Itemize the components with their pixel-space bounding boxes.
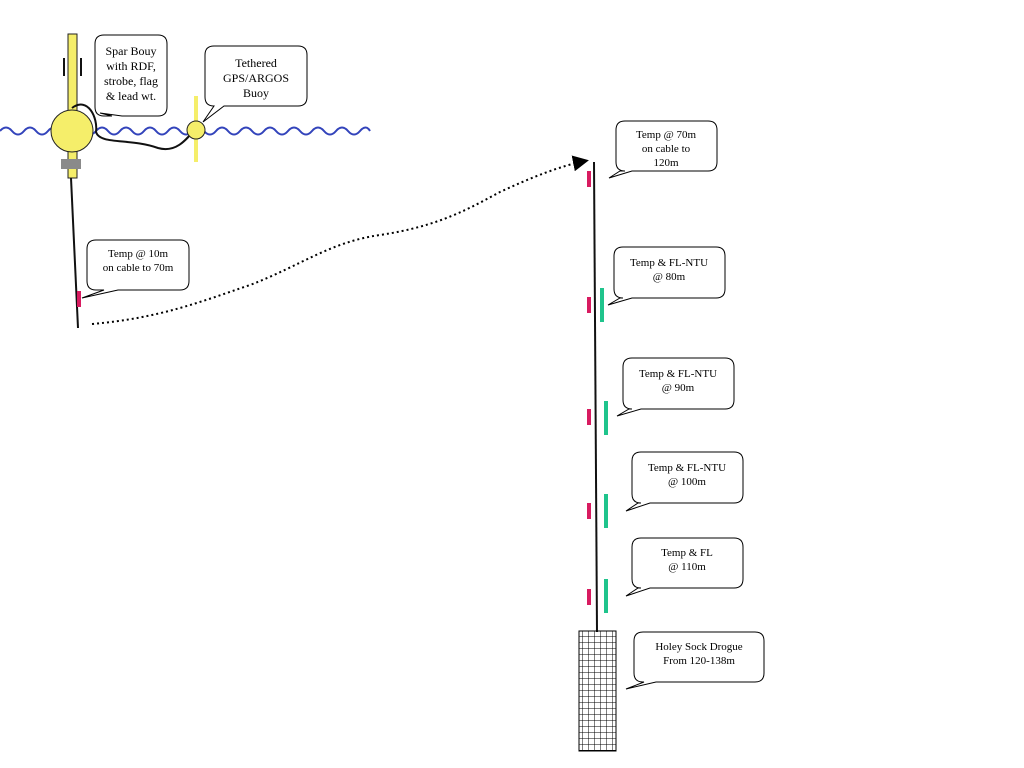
temp-sensor-icon [587,503,591,519]
spar-buoy-icon [50,33,94,179]
callout-label-sensor-110m-line-1: Temp & FL [661,547,713,559]
callout-sensor-90m: Temp & FL-NTU @ 90m [616,357,735,417]
callout-label-sensor-80m-line-1: Temp & FL-NTU [630,257,708,269]
callout-label-sensor-80m-line-2: @ 80m [653,271,686,283]
callout-sensor-80m: Temp & FL-NTU @ 80m [607,246,726,306]
fl-ntu-sensor-icon [604,494,608,528]
gps-argos-buoy-icon [186,96,206,162]
fl-ntu-sensor-icon [604,579,608,613]
callout-label-temp-70m-line-3: 120m [653,157,679,169]
temp-sensor-icon [587,297,591,313]
fl-ntu-sensor-icon [600,288,604,322]
callout-label-spar-buoy-line-4: & lead wt. [106,89,156,103]
callout-label-sensor-100m-line-1: Temp & FL-NTU [648,462,726,474]
callout-label-temp-70m-line-1: Temp @ 70m [636,129,697,141]
callout-label-spar-buoy-line-3: strobe, flag [104,74,158,88]
callout-gps-buoy: Tethered GPS/ARGOS Buoy [202,45,308,123]
callout-label-gps-buoy-line-2: GPS/ARGOS [223,71,289,85]
callout-label-sensor-110m-line-2: @ 110m [668,561,706,573]
callout-spar-buoy: Spar Bouy with RDF, strobe, flag & lead … [94,34,168,117]
callout-drogue: Holey Sock Drogue From 120-138m [625,631,765,690]
callout-label-gps-buoy-line-3: Buoy [243,86,269,100]
callout-label-temp-10m-line-2: on cable to 70m [103,262,174,274]
upper-cable [70,177,79,329]
callout-temp-10m: Temp @ 10m on cable to 70m [81,239,190,299]
callout-label-spar-buoy-line-1: Spar Bouy [106,44,157,58]
callout-label-sensor-90m-line-1: Temp & FL-NTU [639,368,717,380]
callout-temp-70m: Temp @ 70m on cable to 120m [608,120,718,179]
callout-label-sensor-90m-line-2: @ 90m [662,382,695,394]
callout-label-sensor-100m-line-2: @ 100m [668,476,706,488]
callout-label-spar-buoy-line-2: with RDF, [106,59,156,73]
callout-label-drogue-line-2: From 120-138m [663,655,735,667]
callout-sensor-110m: Temp & FL @ 110m [625,537,744,597]
surface-tether [71,103,197,151]
temp-sensor-icon [77,291,81,307]
callout-label-temp-70m-line-2: on cable to [642,143,691,155]
temp-sensor-icon [587,589,591,605]
callout-label-gps-buoy-line-1: Tethered [235,56,277,70]
fl-ntu-sensor-icon [604,401,608,435]
callout-label-temp-10m-line-1: Temp @ 10m [108,248,169,260]
holey-sock-drogue-icon [578,630,617,752]
temp-sensor-icon [587,171,591,187]
callout-sensor-100m: Temp & FL-NTU @ 100m [625,451,744,512]
lower-cable [593,161,598,633]
temp-sensor-icon [587,409,591,425]
cable-continuation-arrow [91,155,589,325]
callout-label-drogue-line-1: Holey Sock Drogue [655,641,742,653]
